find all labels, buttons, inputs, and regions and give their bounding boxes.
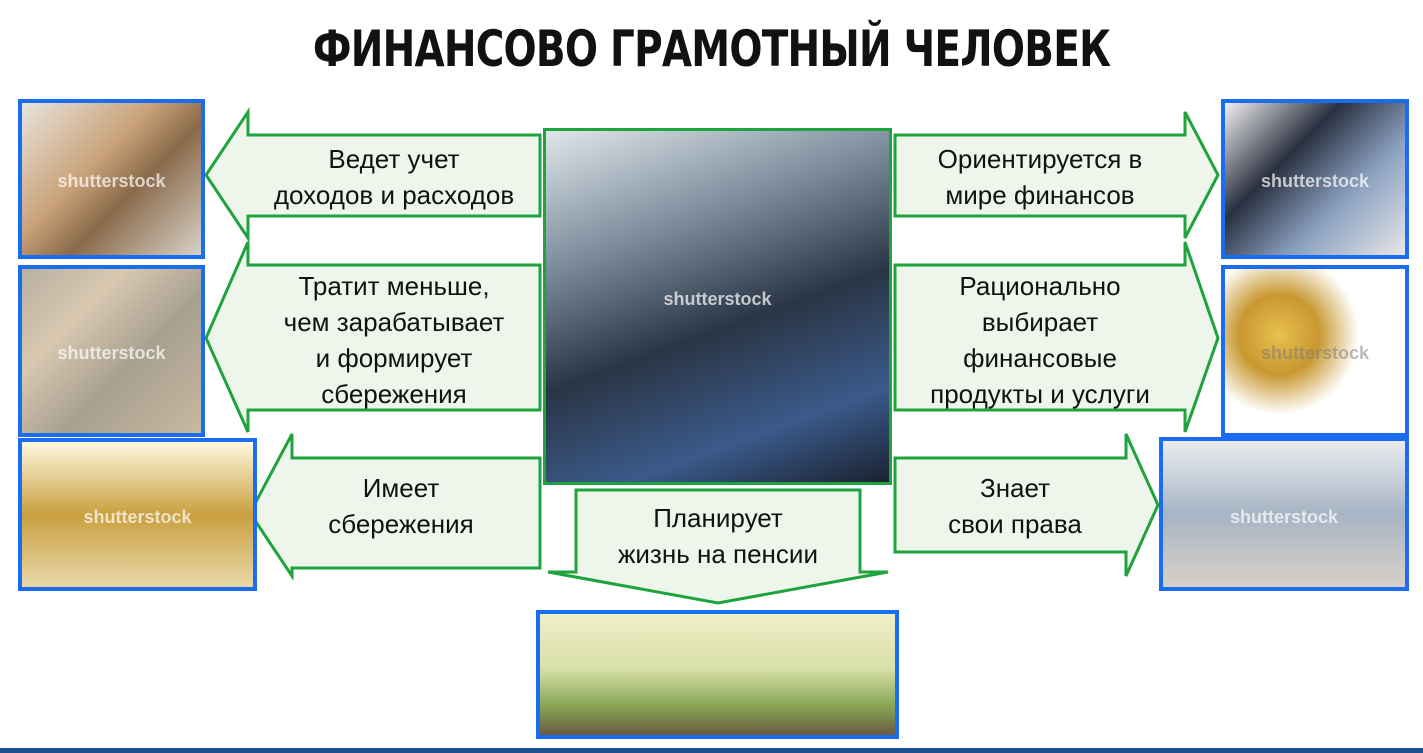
label-line: и формирует [315,343,473,373]
label-left-2: Тратит меньше, чем зарабатывает и формир… [248,268,540,412]
label-right-3: Знает свои права [895,470,1135,542]
image-banknotes: shutterstock [18,265,205,437]
image-man-trading: shutterstock [1221,99,1409,259]
label-line: доходов и расходов [273,180,515,210]
label-left-3: Имеет сбережения [262,470,540,542]
label-line: чем зарабатывает [283,307,505,337]
arrow-right-3 [893,433,1160,577]
arrow-left-2 [204,241,542,433]
label-line: продукты и услуги [930,379,1150,409]
label-right-1: Ориентируется в мире финансов [895,141,1185,213]
arrow-left-1 [204,107,542,243]
watermark: shutterstock [57,171,166,192]
label-line: Знает [979,473,1051,503]
label-right-2: Рационально выбирает финансовые продукты… [895,268,1185,412]
label-line: Ориентируется в [937,144,1143,174]
image-clock-gold: shutterstock [1221,265,1409,437]
label-line: Ведет учет [328,144,460,174]
arrow-down [547,488,889,605]
label-line: мире финансов [945,180,1135,210]
label-line: жизнь на пенсии [618,539,818,569]
watermark: shutterstock [1260,342,1370,363]
watermark: shutterstock [1229,506,1339,527]
image-woman-with-laptop: shutterstock [18,99,205,259]
watermark: shutterstock [1260,171,1370,192]
label-line: выбирает [981,307,1099,337]
image-coins-clock: shutterstock [18,438,257,591]
arrow-left-3 [248,433,542,581]
arrow-right-2 [893,241,1220,433]
label-line: Рационально [959,271,1121,301]
watermark: shutterstock [83,507,192,528]
arrow-right-1 [893,111,1220,239]
label-line: Имеет [362,473,440,503]
label-line: финансовые [963,343,1117,373]
label-line: Тратит меньше, [298,271,490,301]
image-meeting: shutterstock [1159,437,1409,591]
slide-title: ФИНАНСОВО ГРАМОТНЫЙ ЧЕЛОВЕК [312,20,1111,78]
label-line: сбережения [321,379,467,409]
label-left-1: Ведет учет доходов и расходов [248,141,540,213]
label-line: свои права [948,509,1082,539]
label-line: Планирует [653,503,783,533]
image-center-traders: shutterstock [543,128,892,485]
footer-bar [0,748,1423,753]
watermark: shutterstock [663,288,772,309]
image-coin-jars [536,610,899,739]
label-line: сбережения [328,509,474,539]
watermark: shutterstock [57,342,166,363]
label-bottom: Планирует жизнь на пенсии [576,500,860,572]
